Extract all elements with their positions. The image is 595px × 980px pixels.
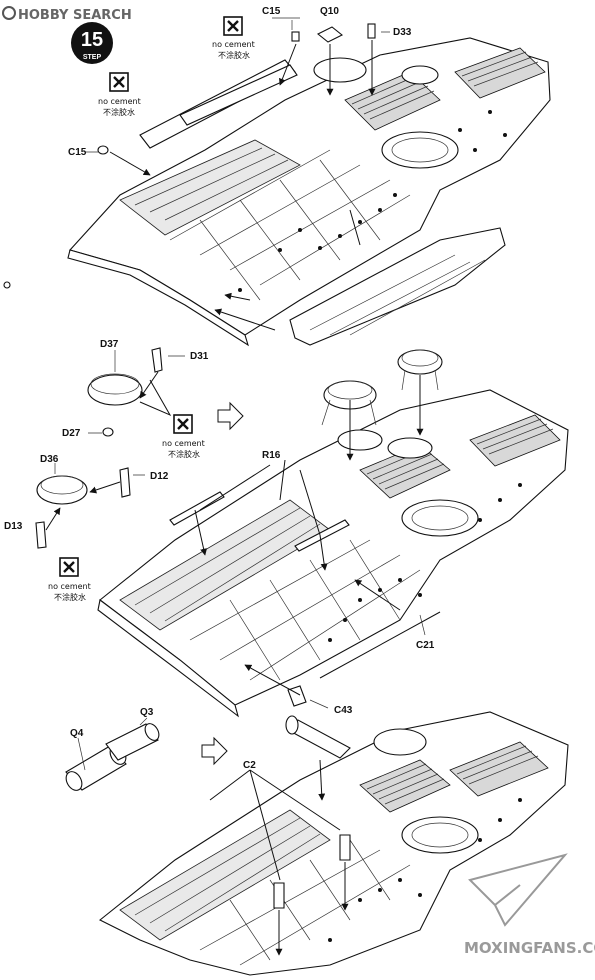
hull-assembly-2: R16 C21 C43 xyxy=(97,349,569,718)
part-d37-hatch xyxy=(87,374,143,406)
no-cement-text-zh: 不涂胶水 xyxy=(54,592,86,602)
hobby-search-logo: HOBBY SEARCH xyxy=(2,6,132,23)
no-cement-text: no cement xyxy=(98,97,141,106)
part-d13-piece xyxy=(35,521,47,549)
part-q10-piece xyxy=(316,26,344,43)
part-label-q10: Q10 xyxy=(320,6,339,17)
hull-assembly-3: C2 xyxy=(98,711,569,976)
hatch-subassembly-2: D36 D12 D13 xyxy=(4,454,169,549)
no-cement-text: no cement xyxy=(48,582,91,591)
part-c15-piece xyxy=(97,145,109,155)
step-badge: 15 STEP xyxy=(71,22,113,64)
part-label-d13: D13 xyxy=(4,521,23,532)
part-c43-bracket xyxy=(287,685,307,707)
part-r16-rail xyxy=(169,491,225,526)
no-cement-marker-3: no cement 不涂胶水 xyxy=(162,414,205,459)
part-label-d31: D31 xyxy=(190,351,209,362)
no-cement-text-zh: 不涂胶水 xyxy=(103,107,135,117)
part-q3-roller xyxy=(105,723,159,761)
hull-assembly-1: C15 Q10 D33 C15 xyxy=(67,6,551,347)
part-d12-piece xyxy=(119,467,131,498)
part-r16-rail xyxy=(294,519,350,552)
part-label-c15: C15 xyxy=(262,6,281,17)
hatch-subassembly-1: D37 D31 D27 xyxy=(62,339,209,439)
part-label-r16: R16 xyxy=(262,450,281,461)
hobby-search-watermark: HOBBY SEARCH xyxy=(18,8,132,23)
no-cement-text-zh: 不涂胶水 xyxy=(168,449,200,459)
part-d31-piece xyxy=(151,347,163,373)
no-cement-text: no cement xyxy=(162,439,205,448)
part-label-c2: C2 xyxy=(243,760,256,771)
part-label-d27: D27 xyxy=(62,428,81,439)
part-label-c21: C21 xyxy=(416,640,435,651)
process-arrow-icon xyxy=(201,736,228,766)
no-cement-text-zh: 不涂胶水 xyxy=(218,50,250,60)
part-d27-piece xyxy=(102,427,114,437)
part-label-d12: D12 xyxy=(150,471,169,482)
step-label: STEP xyxy=(83,54,102,61)
part-c2-piece xyxy=(273,882,285,909)
moxingfans-logo: MOXINGFANS.COM xyxy=(464,853,595,957)
part-label-c43: C43 xyxy=(334,705,353,716)
part-d33-piece xyxy=(367,23,376,39)
part-label-q4: Q4 xyxy=(70,728,84,739)
no-cement-marker-1: no cement 不涂胶水 xyxy=(212,16,255,60)
process-arrow-icon xyxy=(217,401,244,431)
moxingfans-watermark: MOXINGFANS.COM xyxy=(464,939,595,957)
part-label-d37: D37 xyxy=(100,339,119,350)
part-label-c15: C15 xyxy=(68,147,87,158)
no-cement-marker-2: no cement 不涂胶水 xyxy=(98,72,141,117)
no-cement-marker-4: no cement 不涂胶水 xyxy=(48,557,91,602)
paper-plane-icon xyxy=(468,853,568,927)
part-c2-piece xyxy=(339,834,351,861)
part-c15-piece xyxy=(291,31,300,42)
part-label-q3: Q3 xyxy=(140,707,154,718)
roller-subassembly: Q4 Q3 xyxy=(65,707,160,791)
step-number: 15 xyxy=(81,29,103,51)
edge-mark xyxy=(3,281,11,289)
part-label-d33: D33 xyxy=(393,27,412,38)
part-c21-rod xyxy=(319,611,441,679)
part-label-d36: D36 xyxy=(40,454,59,465)
no-cement-text: no cement xyxy=(212,40,255,49)
